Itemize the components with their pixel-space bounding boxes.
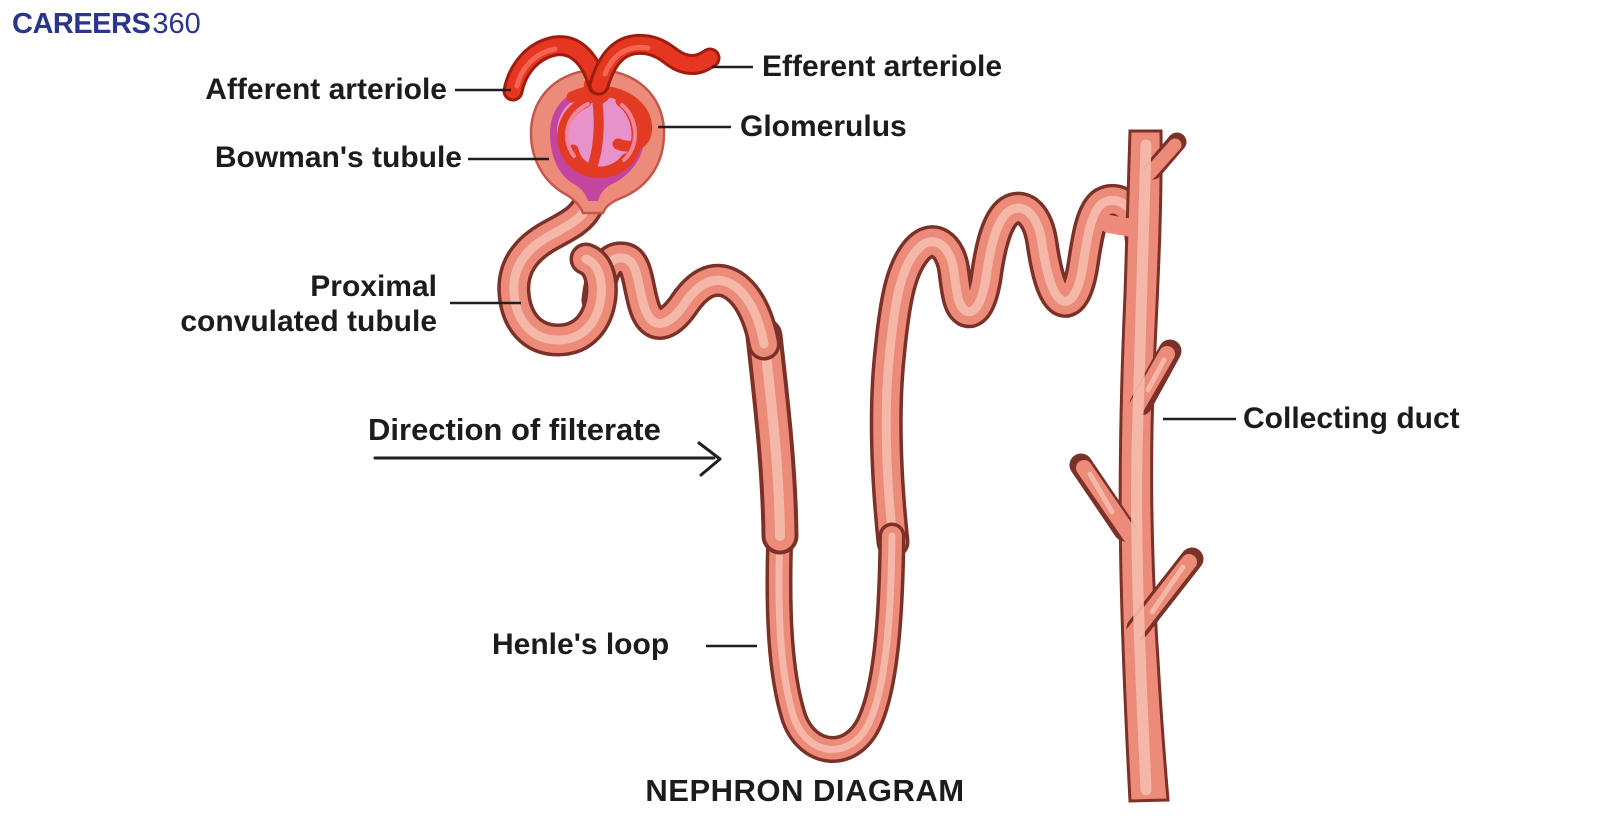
label-proximal-line2: convulated tubule [180,305,437,338]
efferent-arteriole-vessel [588,33,721,96]
filtrate-direction-arrow [373,441,722,477]
leader-lines [450,65,1236,648]
logo-brand-text: CAREERS [12,8,151,40]
distal-convoluted-tubule [869,183,1158,559]
label-bowmans-tubule: Bowman's tubule [214,141,462,174]
glomerulus-capillaries [557,78,653,178]
label-henles-loop: Henle's loop [492,628,670,661]
bowmans-capsule [529,68,666,215]
logo-suffix-text: 360 [152,8,201,40]
afferent-arteriole-vessel [502,35,609,102]
descending-limb [745,317,799,555]
label-proximal-convoluted-tubule: Proximal convulated tubule [117,269,437,339]
proximal-convoluted-tubule [497,180,781,361]
henles-loop-tube [765,516,906,763]
label-direction-of-filtrate: Direction of filterate [368,412,661,447]
label-efferent-arteriole: Efferent arteriole [762,50,1003,83]
label-glomerulus: Glomerulus [740,110,907,143]
diagram-title: NEPHRON DIAGRAM [645,773,965,808]
label-afferent-arteriole: Afferent arteriole [205,73,447,106]
label-proximal-line1: Proximal [310,270,437,303]
careers360-logo: CAREERS360 [12,8,201,41]
collecting-duct-tube [1069,129,1204,803]
label-collecting-duct: Collecting duct [1243,402,1460,435]
